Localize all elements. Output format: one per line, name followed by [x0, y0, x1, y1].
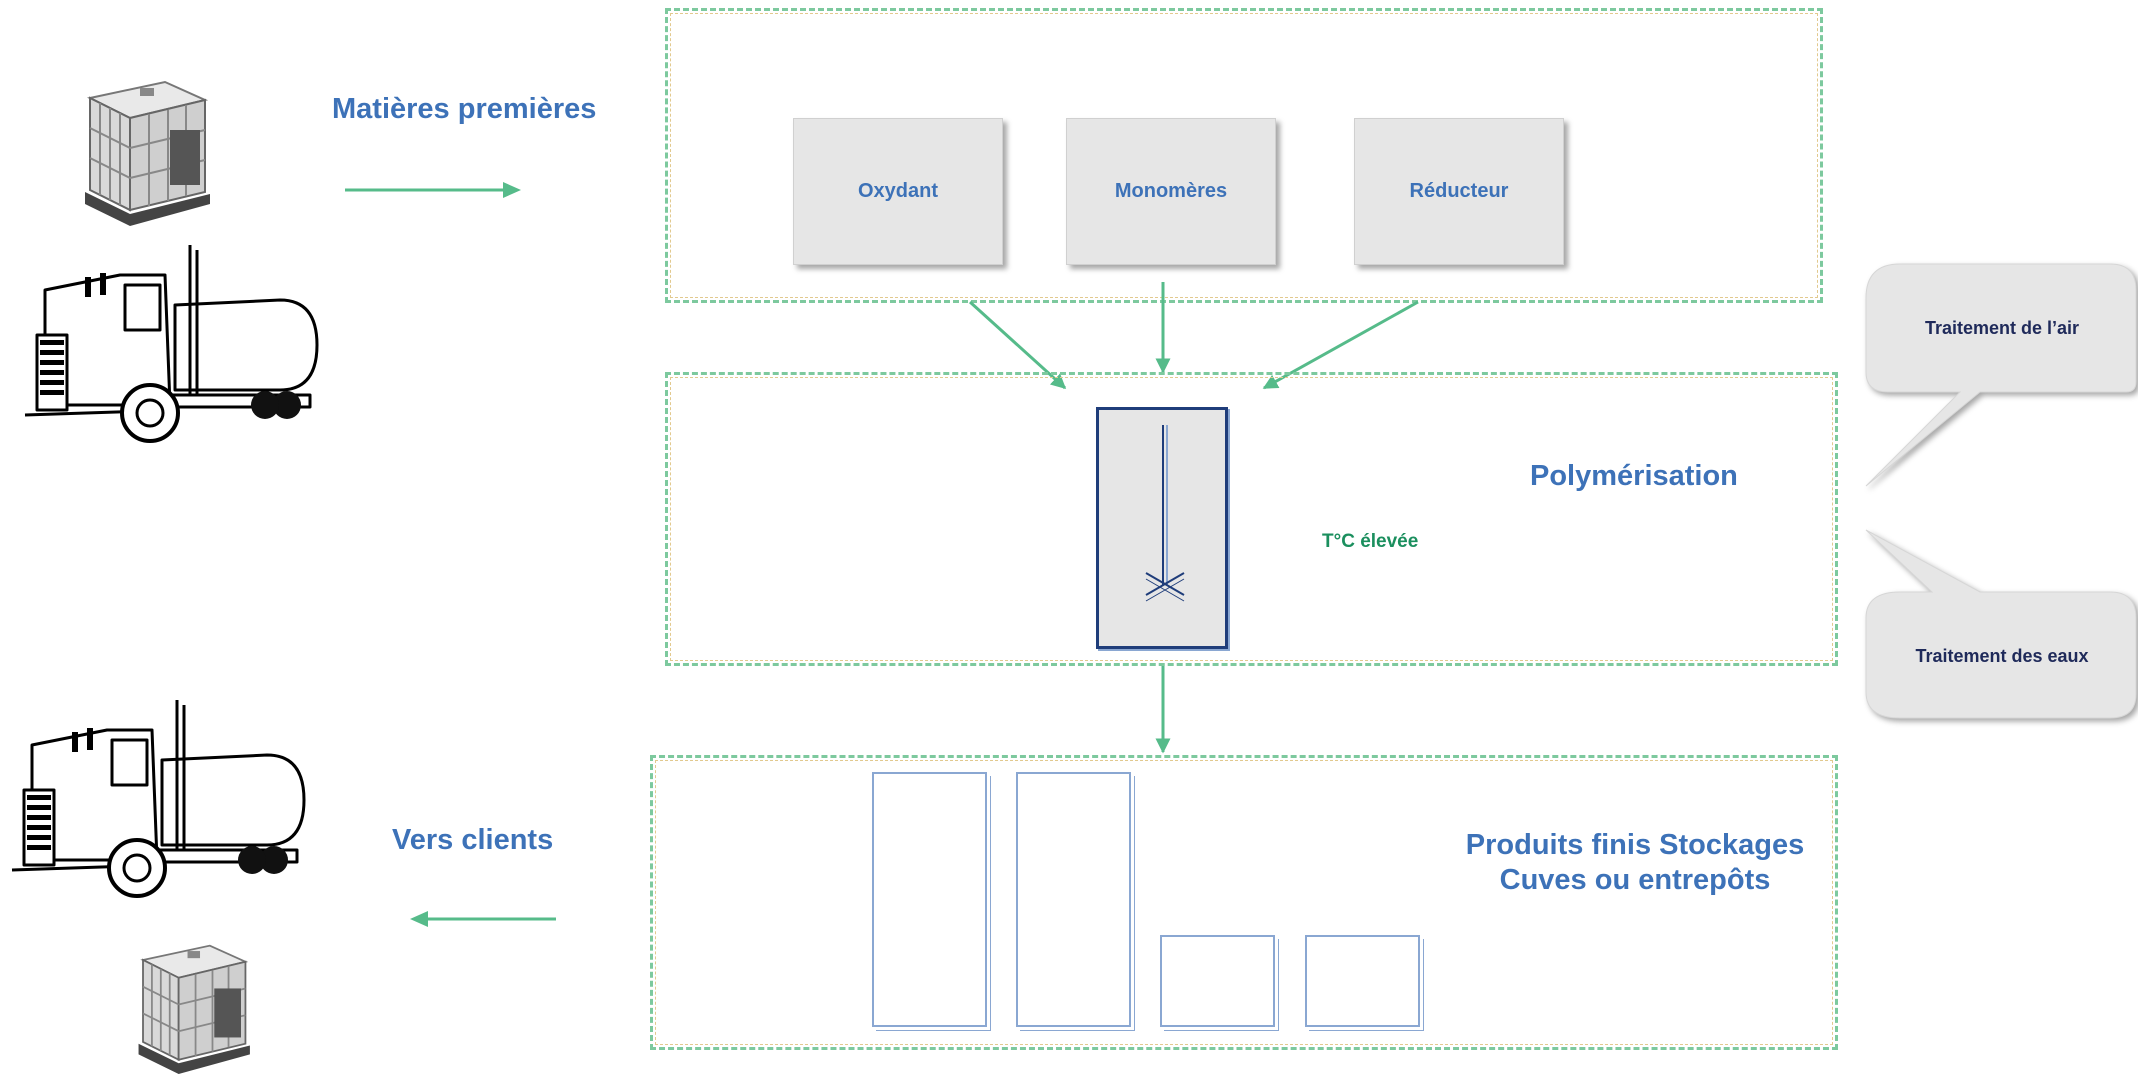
tanker-truck-icon — [11, 700, 306, 898]
input-box-monomeres: Monomères — [1066, 118, 1276, 265]
storage-tank — [872, 772, 987, 1027]
storage-tank — [1160, 935, 1275, 1027]
ibc-container-icon — [85, 80, 210, 226]
raw-materials-arrow — [345, 182, 521, 198]
storage-label-line2: Cuves ou entrepôts — [1499, 864, 1771, 897]
temperature-label: T°C élevée — [1322, 531, 1419, 552]
polymerization-stage — [665, 372, 1838, 666]
callout-air-bubble — [1865, 263, 2137, 487]
storage-label: Produits finis Stockages Cuves ou entrep… — [1440, 828, 1830, 899]
input-box-reducteur: Réducteur — [1354, 118, 1564, 265]
input-label: Oxydant — [857, 180, 939, 202]
air-treatment-label: Traitement de l’air — [1924, 318, 2080, 338]
storage-stage — [650, 755, 1838, 1050]
input-label: Monomères — [1114, 180, 1228, 202]
storage-tank — [1016, 772, 1131, 1027]
storage-tank — [1305, 935, 1420, 1027]
ibc-container-icon — [138, 944, 250, 1074]
input-box-oxydant: Oxydant — [793, 118, 1003, 265]
input-label: Réducteur — [1409, 180, 1509, 202]
tanker-truck-icon — [24, 245, 319, 443]
stirrer-icon — [1145, 425, 1185, 602]
water-treatment-label: Traitement des eaux — [1915, 646, 2089, 666]
inputs-stage — [665, 8, 1823, 303]
storage-label-line1: Produits finis Stockages — [1465, 829, 1805, 861]
clients-arrow — [410, 911, 556, 927]
polymerization-label: Polymérisation — [1530, 460, 1738, 492]
clients-label: Vers clients — [392, 824, 554, 856]
raw-materials-label: Matières premières — [332, 93, 597, 125]
callout-water-bubble — [1865, 529, 2137, 719]
